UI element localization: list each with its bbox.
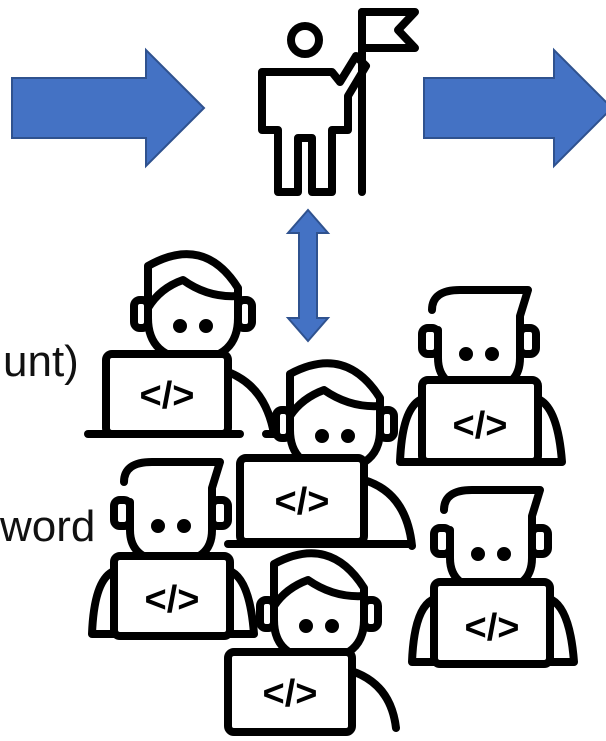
arrow-right-left [11, 47, 206, 169]
code-symbol: </> [140, 375, 195, 417]
developer-icon-5: </> [408, 486, 578, 668]
double-arrow-vertical [285, 208, 331, 343]
svg-text:</>: </> [275, 481, 330, 523]
svg-text:</>: </> [465, 607, 520, 649]
developer-icon-2: </> [396, 286, 566, 466]
svg-text:</>: </> [453, 405, 508, 447]
developer-icon-3: </> [224, 359, 416, 550]
leader-flag-icon [258, 8, 419, 196]
text-fragment-password: word [0, 502, 96, 551]
arrow-right-right [423, 47, 606, 169]
text-fragment-account: unt) [3, 337, 79, 386]
svg-text:</>: </> [145, 579, 200, 621]
svg-text:</>: </> [263, 673, 318, 715]
developer-icon-1: </> [84, 250, 278, 438]
developer-icon-4: </> [88, 458, 258, 640]
developer-icon-6: </> [224, 549, 400, 736]
